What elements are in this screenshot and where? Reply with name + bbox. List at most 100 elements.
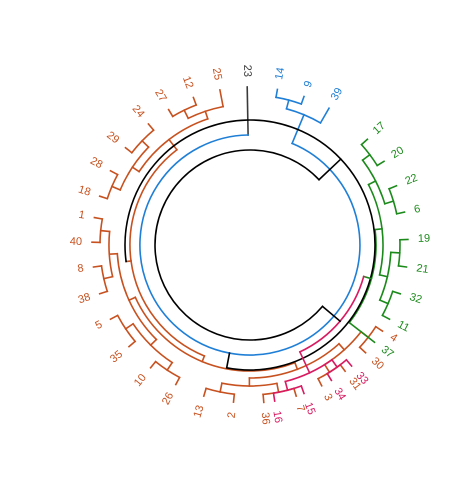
orange-branch: [248, 342, 341, 379]
green-branch: [378, 273, 389, 278]
orange-branch: [99, 229, 111, 233]
orange-branch: [219, 382, 223, 393]
green-branch: [374, 227, 383, 231]
blue-branch: [139, 134, 361, 356]
leaf-label: 28: [88, 155, 104, 171]
orange-branch: [129, 148, 206, 358]
orange-branch: [93, 216, 104, 220]
orange-branch: [374, 325, 384, 333]
leaf-label: 21: [416, 262, 430, 276]
green-branch: [389, 251, 401, 254]
pink-branch: [272, 392, 276, 403]
orange-branch: [124, 322, 135, 331]
blue-branch: [319, 107, 331, 124]
orange-branch: [204, 110, 209, 120]
orange-branch: [109, 169, 119, 176]
leaf-label: 11: [396, 319, 412, 335]
orange-branch: [275, 382, 280, 394]
green-branch: [383, 200, 395, 205]
green-branch: [388, 184, 398, 190]
leaf-label: 29: [104, 129, 121, 146]
green-branch: [362, 275, 373, 280]
orange-branch: [109, 314, 119, 321]
leaf-label: 35: [108, 348, 125, 365]
leaf-label: 25: [210, 67, 224, 81]
leaf-label: 12: [180, 75, 196, 91]
root-branch: [225, 352, 231, 369]
orange-branch: [167, 138, 179, 151]
orange-branch: [125, 260, 132, 263]
leaf-label: 5: [93, 319, 104, 332]
leaf-label: 27: [152, 87, 169, 104]
orange-branch: [323, 363, 331, 374]
orange-branch: [218, 88, 225, 108]
orange-branch: [337, 342, 346, 351]
orange-branch: [127, 296, 137, 302]
pink-branch: [330, 358, 339, 369]
leaf-label: 36: [259, 412, 272, 425]
dendrogram-branches: [91, 86, 409, 404]
orange-branch: [166, 361, 174, 372]
blue-branch: [285, 99, 290, 110]
orange-branch: [102, 275, 114, 280]
pink-branch: [326, 372, 333, 382]
orange-branch: [201, 354, 206, 363]
leaf-label: 3: [321, 392, 334, 403]
pink-branch: [298, 350, 311, 374]
leaf-label: 18: [77, 184, 92, 199]
orange-branch: [127, 340, 137, 348]
orange-branch: [293, 361, 299, 371]
leaf-label: 30: [369, 355, 386, 372]
leaf-label: 34: [331, 386, 348, 403]
gray-branch: [246, 86, 249, 136]
orange-branch: [358, 346, 367, 354]
leaf-label: 37: [379, 344, 396, 361]
leaf-label: 13: [191, 404, 206, 419]
orange-branch: [147, 122, 155, 132]
green-branch: [348, 321, 376, 344]
pink-branch: [284, 380, 289, 392]
orange-branch: [202, 387, 208, 398]
leaf-label: 23: [241, 65, 253, 77]
orange-branch: [262, 393, 265, 404]
green-branch: [395, 211, 406, 215]
orange-branch: [110, 185, 122, 191]
green-branch: [348, 228, 377, 324]
orange-branch: [124, 146, 133, 154]
orange-branch: [339, 363, 347, 373]
leaf-label: 1: [78, 209, 86, 222]
leaf-label: 15: [302, 401, 317, 417]
leaf-label: 7: [293, 404, 306, 413]
leaf-label: 32: [408, 291, 423, 306]
leaf-label: 10: [132, 372, 149, 389]
orange-branch: [98, 195, 109, 200]
orange-branch: [98, 290, 109, 295]
orange-branch: [317, 377, 323, 387]
root-branch: [317, 157, 342, 181]
leaf-label: 40: [70, 236, 82, 248]
orange-branch: [167, 108, 174, 118]
green-branch: [360, 138, 369, 146]
leaf-label: 22: [404, 172, 420, 188]
leaf-label: 14: [273, 66, 287, 80]
leaf-label: 16: [270, 410, 284, 424]
leaf-label: 4: [388, 331, 400, 344]
green-branch: [381, 314, 391, 321]
root-branch: [321, 305, 342, 323]
orange-branch: [108, 252, 119, 256]
orange-branch: [149, 360, 157, 369]
orange-branch: [174, 376, 181, 386]
leaf-label: 38: [77, 291, 92, 306]
leaf-label: 20: [389, 144, 406, 161]
leaf-label: 26: [160, 390, 176, 406]
orange-branch: [149, 338, 158, 347]
leaf-label: 8: [77, 262, 85, 275]
leaf-label: 24: [130, 103, 147, 120]
orange-branch: [183, 109, 190, 120]
root-branch: [124, 119, 376, 371]
pink-branch: [345, 358, 353, 368]
leaf-label: 2: [226, 411, 239, 418]
blue-branch: [275, 88, 279, 99]
